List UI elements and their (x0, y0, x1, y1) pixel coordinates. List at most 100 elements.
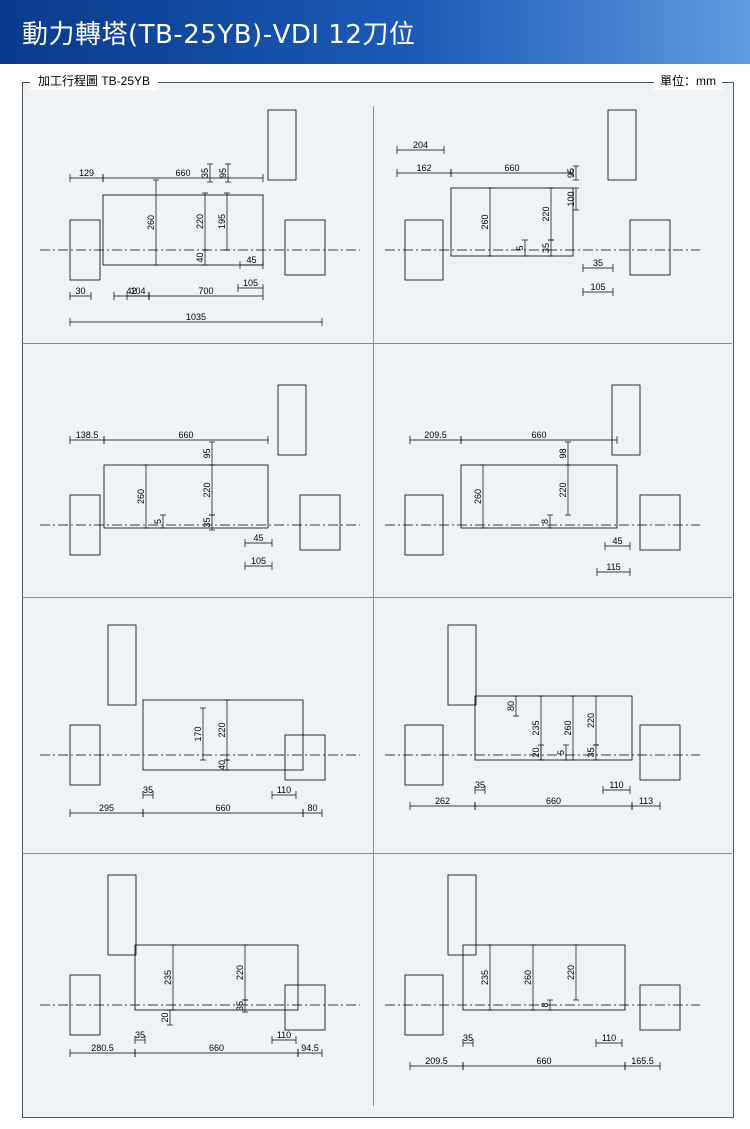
dimension-group: 262 660 113 35 110 80 235 260 220 20 5 35 (409, 695, 661, 810)
dimension-label: 165.5 (631, 1056, 654, 1066)
dimension-label: 220 (235, 965, 245, 980)
dimension-label: 700 (198, 286, 213, 296)
dimension-label: 105 (243, 278, 258, 288)
dimension-label: 110 (602, 1033, 616, 1043)
dimension-label: 660 (209, 1043, 224, 1053)
unit-label: 單位：mm (654, 72, 722, 90)
dimension-label: 262 (435, 796, 450, 806)
dimension-label: 660 (546, 796, 561, 806)
row-divider (22, 597, 732, 598)
dimension-label: 8 (540, 519, 550, 524)
dimension-label: 105 (590, 282, 605, 292)
dimension-label: 35 (475, 780, 485, 790)
dimension-label: 280.5 (91, 1043, 114, 1053)
machine-outline (385, 624, 700, 786)
machine-outline (40, 624, 360, 786)
dimension-label: 5 (556, 750, 566, 755)
dimension-label: 8 (540, 1002, 550, 1007)
dimension-label: 45 (246, 255, 256, 265)
dimension-label: 220 (217, 722, 227, 737)
dimension-label: 220 (195, 214, 205, 229)
dimension-label: 110 (609, 780, 623, 790)
dimension-label: 138.5 (76, 430, 99, 440)
dimension-label: 660 (531, 430, 546, 440)
dimension-label: 5 (153, 519, 163, 524)
dimension-label: 35 (143, 785, 153, 795)
row-divider (22, 853, 732, 854)
dimension-group: 138.5 660 45 105 260 220 5 35 95 (69, 430, 273, 570)
machine-outline (385, 384, 700, 556)
dimension-label: 35 (541, 243, 551, 253)
dimension-label: 220 (558, 482, 568, 497)
dimension-label: 20 (531, 747, 541, 757)
dimension-label: 220 (202, 482, 212, 497)
dimension-label: 660 (175, 168, 190, 178)
dimension-label: 260 (563, 720, 573, 735)
dimension-label: 95 (202, 448, 212, 458)
dimension-label: 110 (277, 785, 291, 795)
machine-outline (385, 109, 700, 281)
dimension-label: 220 (566, 965, 576, 980)
dimension-label: 220 (586, 713, 596, 728)
dimension-label: 35 (200, 168, 210, 178)
dimension-label: 260 (523, 970, 533, 985)
dimension-label: 195 (217, 214, 227, 229)
machine-outline (40, 109, 360, 281)
dimension-label: 100 (566, 191, 576, 206)
machine-outline (385, 874, 700, 1036)
section-label: 加工行程圖 TB-25YB (30, 72, 159, 90)
dimension-label: 95 (218, 168, 228, 178)
dimension-label: 105 (251, 556, 266, 566)
machine-outline (40, 874, 360, 1036)
dimension-label: 35 (463, 1033, 473, 1043)
dimension-label: 660 (504, 163, 519, 173)
dimension-label: 115 (606, 562, 620, 572)
dimension-label: 129 (79, 168, 94, 178)
dimension-label: 45 (612, 536, 622, 546)
dimension-label: 162 (416, 163, 431, 173)
dimension-label: 660 (178, 430, 193, 440)
dimension-label: 35 (202, 517, 212, 527)
dimension-label: 295 (99, 803, 114, 813)
dimension-label: 95 (566, 168, 576, 178)
dimension-label: 220 (541, 206, 551, 221)
dimension-label: 260 (146, 215, 156, 230)
dimension-label: 30 (75, 286, 85, 296)
dimension-label: 45 (253, 533, 263, 543)
title-banner: 動力轉塔(TB-25YB)-VDI 12刀位 (0, 0, 750, 64)
dimension-label: 1035 (186, 312, 206, 322)
dimension-label: 35 (593, 258, 603, 268)
dimension-label: 80 (307, 803, 317, 813)
dimension-label: 260 (136, 489, 146, 504)
dimension-label: 110 (277, 1030, 291, 1040)
machine-outline (40, 384, 360, 556)
dimension-label: 235 (163, 970, 173, 985)
dimension-label: 35 (586, 747, 596, 757)
dimension-label: 235 (531, 720, 541, 735)
row-divider (22, 343, 732, 344)
dimension-group: 295 660 80 35 110 170 220 40 (69, 699, 323, 817)
column-divider (373, 106, 374, 1106)
dimension-label: 660 (536, 1056, 551, 1066)
dimension-label: 5 (515, 245, 525, 250)
dimension-label: 98 (558, 448, 568, 458)
dimension-label: 204 (413, 140, 428, 150)
dimension-label: 80 (506, 701, 516, 711)
dimension-label: 35 (135, 1030, 145, 1040)
dimension-label: 94.5 (301, 1043, 319, 1053)
dimension-label: 40 (217, 760, 227, 770)
dimension-label: 170 (193, 726, 203, 741)
dimension-label: 113 (639, 796, 653, 806)
dimension-label: 660 (215, 803, 230, 813)
